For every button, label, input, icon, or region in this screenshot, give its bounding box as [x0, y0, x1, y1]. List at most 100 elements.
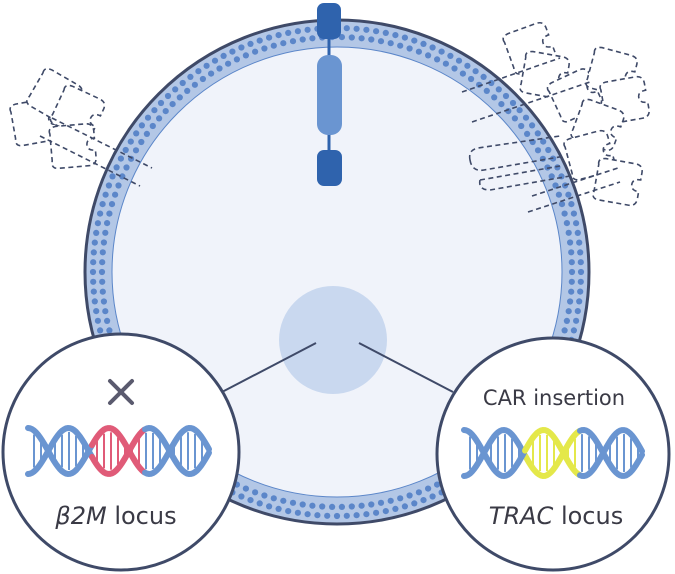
membrane-dot: [534, 130, 541, 137]
membrane-dot: [565, 308, 572, 315]
membrane-dot: [567, 239, 574, 246]
membrane-dot: [109, 173, 116, 180]
car-receptor: [317, 3, 342, 186]
trac-callout: CAR insertion TRAC locus: [435, 336, 671, 572]
membrane-dot: [90, 259, 97, 266]
membrane-dot: [434, 56, 441, 63]
membrane-dot: [280, 497, 287, 504]
membrane-dot: [401, 34, 408, 41]
membrane-dot: [415, 48, 422, 55]
membrane-dot: [275, 31, 282, 39]
dna-strand-b: [25, 425, 95, 478]
membrane-dot: [540, 138, 547, 145]
membrane-dot: [208, 70, 215, 77]
membrane-dot: [256, 500, 263, 507]
membrane-dot: [112, 191, 119, 198]
membrane-dot: [184, 87, 191, 94]
membrane-dot: [203, 62, 210, 69]
membrane-dot: [229, 48, 236, 55]
membrane-dot: [91, 298, 98, 305]
membrane-dot: [518, 122, 525, 130]
membrane-dot: [138, 122, 145, 129]
membrane-dot: [565, 229, 572, 236]
membrane-dot: [314, 512, 321, 519]
membrane-dot: [266, 503, 273, 510]
membrane-dot: [363, 511, 370, 518]
membrane-dot: [468, 75, 475, 83]
membrane-dot: [90, 278, 97, 285]
membrane-dot: [285, 29, 292, 36]
membrane-dot: [100, 239, 107, 246]
membrane-dot: [115, 182, 122, 189]
b2m-callout-circle: [1, 332, 241, 572]
membrane-dot: [270, 42, 277, 49]
membrane-dot: [294, 28, 301, 35]
knocked-out-tcr-complex-right: [461, 19, 652, 213]
membrane-dot: [397, 495, 404, 502]
membrane-dot: [502, 92, 510, 100]
membrane-dot: [524, 130, 531, 137]
membrane-dot: [343, 512, 350, 519]
membrane-dot: [157, 99, 165, 107]
membrane-dot: [98, 268, 106, 276]
membrane-dot: [294, 509, 301, 516]
membrane-dot: [299, 36, 306, 43]
membrane-dot: [373, 28, 380, 35]
membrane-dot: [211, 57, 219, 64]
membrane-dot: [329, 503, 336, 510]
membrane-dot: [387, 40, 394, 47]
membrane-dot: [368, 36, 375, 43]
membrane-dot: [529, 122, 536, 129]
membrane-dot: [97, 327, 104, 334]
membrane-dot: [495, 86, 502, 93]
dna-strand-b: [142, 424, 212, 478]
membrane-dot: [420, 497, 427, 504]
membrane-dot: [511, 115, 518, 122]
membrane-dot: [567, 298, 574, 305]
membrane-dot: [132, 147, 140, 154]
membrane-dot: [100, 298, 107, 305]
membrane-dot: [233, 56, 240, 63]
membrane-dot: [358, 502, 365, 509]
membrane-dot: [568, 268, 576, 276]
membrane-dot: [363, 26, 370, 33]
membrane-dot: [438, 48, 445, 55]
membrane-dot: [261, 45, 268, 52]
membrane-dot: [459, 70, 466, 77]
membrane-dot: [382, 508, 389, 515]
membrane-dot: [382, 29, 389, 36]
membrane-dot: [191, 81, 198, 88]
trac-locus-label: TRAC locus: [489, 502, 623, 530]
membrane-dot: [225, 60, 232, 67]
dna-strand-a: [522, 428, 582, 480]
membrane-dot: [162, 108, 169, 115]
membrane-dot: [238, 44, 245, 51]
membrane-dot: [434, 481, 441, 488]
membrane-dot: [353, 512, 360, 519]
membrane-dot: [104, 317, 111, 324]
membrane-dot: [570, 210, 578, 217]
membrane-dot: [377, 38, 385, 45]
receptor-extracellular-domain: [317, 3, 341, 39]
membrane-dot: [105, 182, 112, 189]
membrane-dot: [392, 31, 399, 39]
membrane-dot: [113, 164, 120, 171]
membrane-dot: [164, 92, 172, 100]
membrane-dot: [415, 489, 422, 496]
dna-strand-b: [522, 426, 582, 478]
membrane-dot: [577, 278, 584, 285]
membrane-dot: [102, 308, 109, 315]
membrane-dot: [99, 278, 106, 285]
membrane-dot: [179, 79, 186, 87]
membrane-dot: [576, 298, 583, 305]
membrane-dot: [577, 268, 585, 276]
membrane-dot: [411, 500, 418, 507]
membrane-dot: [285, 508, 292, 515]
membrane-dot: [99, 249, 106, 256]
receptor-transmembrane-domain: [317, 55, 342, 135]
connector-left: [221, 342, 317, 393]
membrane-dot: [93, 308, 100, 315]
membrane-dot: [149, 122, 156, 130]
membrane-dot: [565, 191, 572, 198]
